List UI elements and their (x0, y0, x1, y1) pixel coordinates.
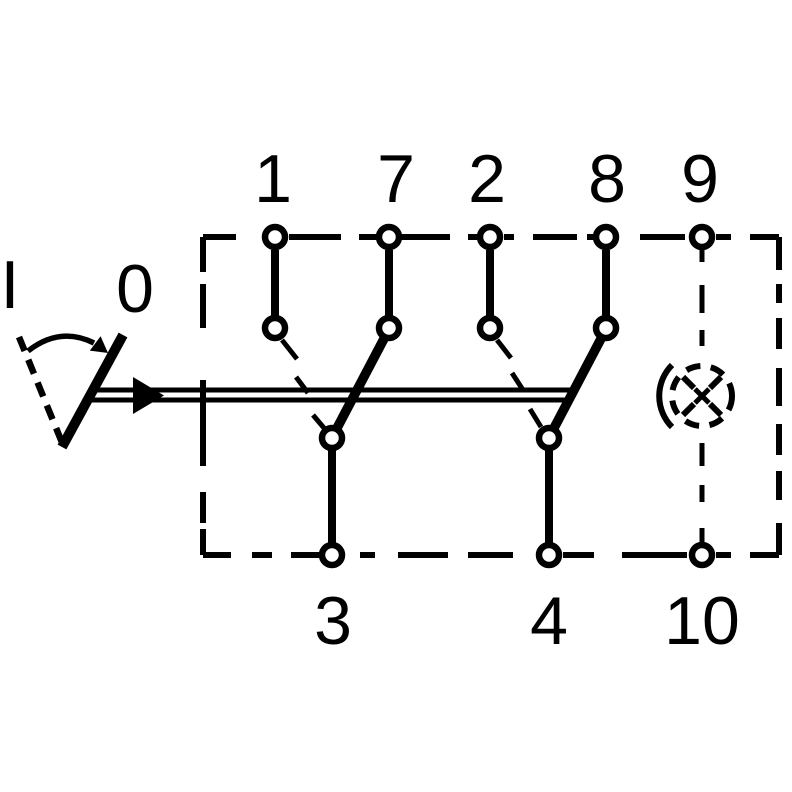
enclosure-outline (200, 234, 782, 558)
open-contact-1-segment (280, 338, 299, 361)
terminal-8-inner-contact (592, 314, 620, 342)
pole-1 (271, 250, 393, 546)
terminal-3-label: 3 (314, 583, 352, 659)
pole-2 (486, 250, 610, 546)
lever-arm (57, 332, 128, 450)
terminal-9-contact (688, 223, 716, 251)
actuator-bar (86, 377, 571, 414)
terminal-10-contact (688, 541, 716, 569)
closed-blade-4-8 (548, 330, 609, 433)
lamp-side-arc (656, 362, 675, 430)
actuation-direction-arrow-icon (133, 377, 164, 414)
terminal-1-contact (261, 223, 289, 251)
closed-blade-3-7 (331, 330, 392, 433)
lamp-spoke (680, 401, 697, 418)
open-contact-1-segment (294, 375, 310, 395)
lever-position-off-label: 0 (116, 251, 154, 327)
terminal-2-label: 2 (468, 141, 506, 217)
terminal-10-label: 10 (664, 583, 740, 659)
terminal-3-contact (318, 541, 346, 569)
terminal-7-inner-contact (375, 314, 403, 342)
terminal-1-inner-contact (261, 314, 289, 342)
terminal-9-label: 9 (681, 141, 719, 217)
lever-position-on-ghost (15, 335, 67, 447)
lever-position-on-label: I (1, 247, 20, 323)
terminal-1-label: 1 (254, 141, 292, 217)
open-contact-1-segment (311, 413, 326, 430)
lamp-spoke (707, 374, 724, 391)
terminal-2-inner-contact (476, 314, 504, 342)
terminal-4-label: 4 (530, 583, 568, 659)
lever-rotation-arc (26, 333, 96, 354)
open-contact-2-segment (527, 407, 544, 429)
terminal-7-contact (375, 223, 403, 251)
pole-1-pivot-contact (318, 424, 346, 452)
illumination-lamp-icon (656, 362, 735, 430)
terminal-8-label: 8 (588, 141, 626, 217)
lamp-bulb-outline (669, 363, 735, 429)
open-contact-2-segment (495, 338, 513, 360)
switch-lever (15, 332, 128, 450)
lamp-cross (693, 387, 711, 405)
pole-2-pivot-contact (535, 424, 563, 452)
contact-circles (261, 223, 716, 569)
lamp-spoke (680, 374, 697, 391)
terminal-7-label: 7 (377, 141, 415, 217)
labels: I 0 1 7 2 8 9 3 4 10 (1, 141, 740, 659)
open-contact-2-segment (509, 371, 526, 392)
lamp-spoke (707, 401, 724, 418)
terminal-8-contact (592, 223, 620, 251)
lever-rotation-arrow-icon (89, 336, 108, 353)
terminal-2-contact (476, 223, 504, 251)
terminal-4-contact (535, 541, 563, 569)
